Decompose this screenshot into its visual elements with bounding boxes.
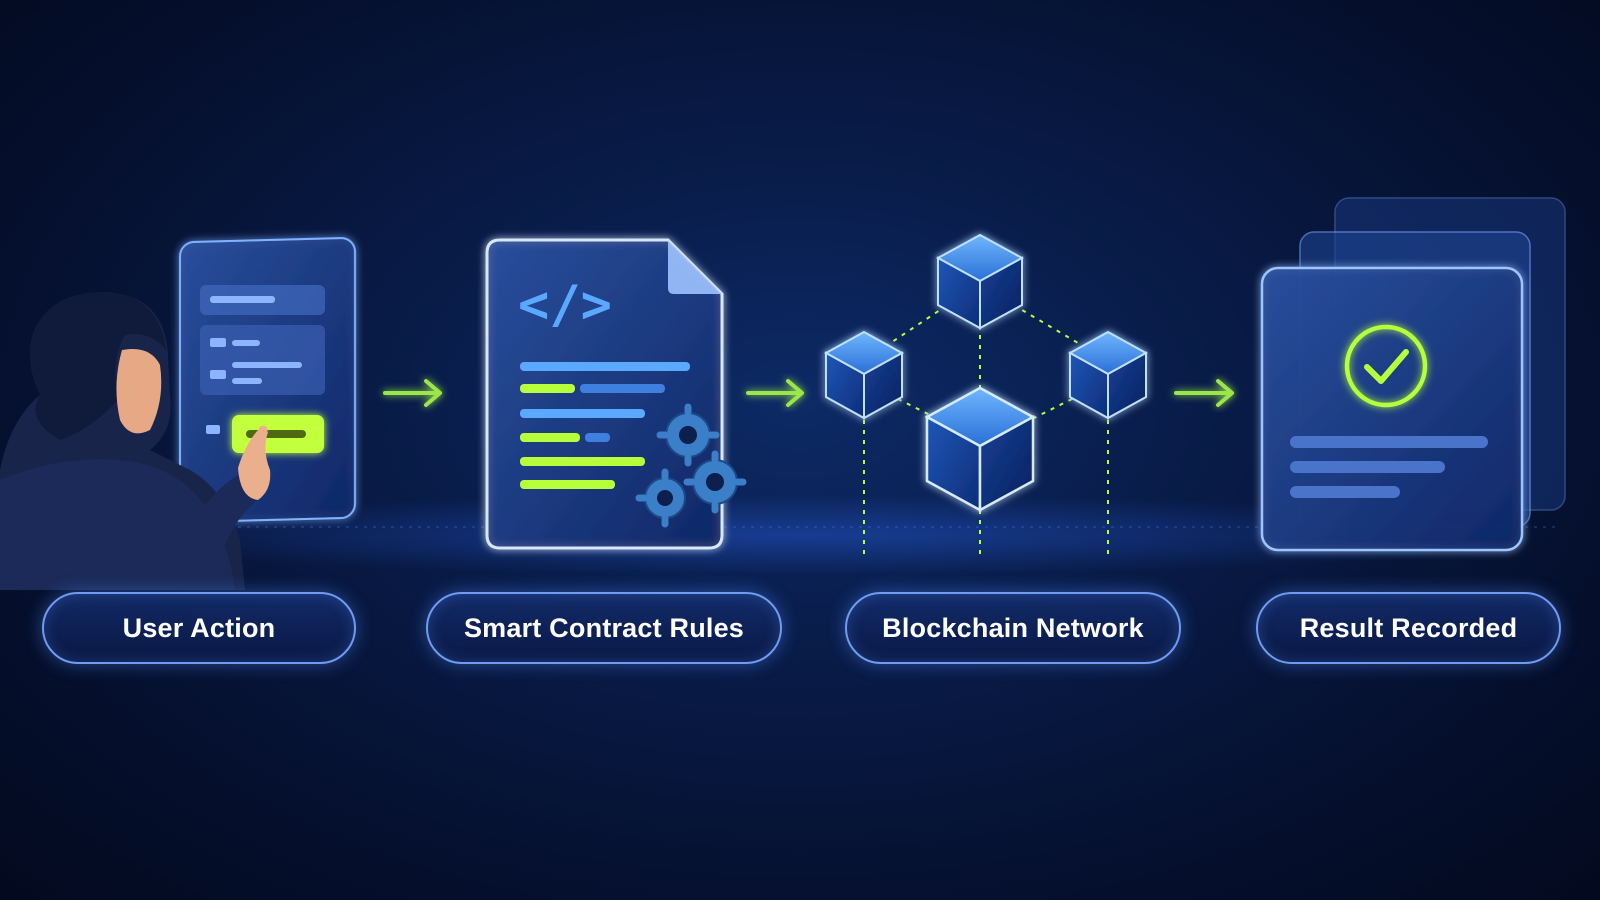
arrow-right-icon — [1174, 379, 1234, 407]
connected-blocks-icon — [823, 233, 1149, 560]
floor-glow — [40, 495, 1560, 575]
step-label-smart-contract-rules: Smart Contract Rules — [426, 592, 782, 664]
code-document-gears-icon: </> — [485, 238, 747, 550]
arrow-right-icon — [746, 379, 804, 407]
step-label-user-action: User Action — [42, 592, 356, 664]
user-tapping-screen-icon — [0, 237, 356, 590]
step-label-blockchain-network: Blockchain Network — [845, 592, 1181, 664]
checkmark-document-icon — [1260, 197, 1566, 552]
arrow-right-icon — [383, 379, 442, 407]
step-label-result-recorded: Result Recorded — [1256, 592, 1561, 664]
code-glyph: </> — [518, 275, 612, 335]
